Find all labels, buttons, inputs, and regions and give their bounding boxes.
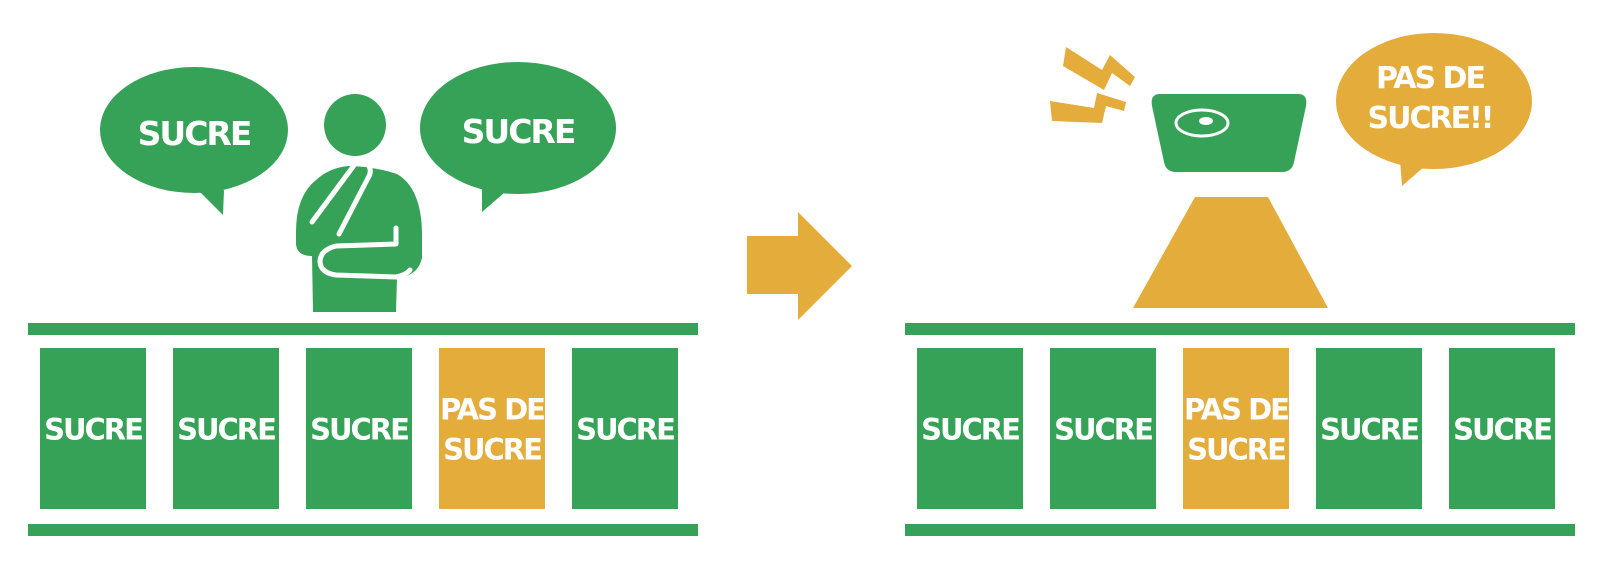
right-product-box-4 [1316, 348, 1422, 509]
speech-bubble-alert: PAS DE SUCRE!! [1336, 33, 1532, 186]
right-shelf-top-bar [905, 323, 1575, 335]
right-product-box-1-label: SUCRE [921, 413, 1019, 447]
right-product-row: SUCRE SUCRE PAS DE SUCRE SUCRE SUCRE [917, 348, 1555, 509]
left-product-box-1 [40, 348, 146, 509]
speech-bubble-left: SUCRE [100, 67, 288, 215]
left-product-box-4-label: PAS DE [440, 393, 544, 427]
left-product-box-2-label: SUCRE [177, 413, 275, 447]
left-shelf-top-bar [28, 323, 698, 335]
scanner-head [1151, 94, 1307, 172]
left-shelf-bottom-bar [28, 524, 698, 536]
right-product-box-2 [1050, 348, 1156, 509]
speech-bubble-alert-line2: SUCRE!! [1368, 101, 1493, 136]
left-product-box-3 [306, 348, 412, 509]
left-product-box-5 [572, 348, 678, 509]
right-arrow-icon [747, 212, 852, 320]
right-product-box-4-label: SUCRE [1320, 413, 1418, 447]
left-product-box-1-label: SUCRE [44, 413, 142, 447]
scanner-beam [1133, 197, 1328, 308]
right-product-box-1 [917, 348, 1023, 509]
camera-lens-icon [1174, 108, 1230, 138]
speech-bubble-right: SUCRE [420, 62, 616, 212]
speech-bubble-right-label: SUCRE [462, 112, 575, 151]
right-product-box-2-label: SUCRE [1054, 413, 1152, 447]
speech-bubble-alert-line1: PAS DE [1376, 61, 1484, 96]
thinking-person-icon [296, 94, 422, 312]
left-product-row: SUCRE SUCRE SUCRE PAS DE SUCRE SUCRE [40, 348, 678, 509]
left-product-box-2 [173, 348, 279, 509]
left-product-box-4-label: SUCRE [443, 433, 541, 467]
left-product-box-4 [439, 348, 545, 509]
right-product-box-3-label: SUCRE [1187, 433, 1285, 467]
lightning-icon [1050, 47, 1135, 123]
right-shelf-bottom-bar [905, 524, 1575, 536]
right-product-box-5-label: SUCRE [1453, 413, 1551, 447]
speech-bubble-left-label: SUCRE [138, 114, 251, 153]
left-product-box-5-label: SUCRE [576, 413, 674, 447]
right-product-box-5 [1449, 348, 1555, 509]
right-product-box-3 [1183, 348, 1289, 509]
left-product-box-3-label: SUCRE [310, 413, 408, 447]
right-product-box-3-label: PAS DE [1184, 393, 1288, 427]
